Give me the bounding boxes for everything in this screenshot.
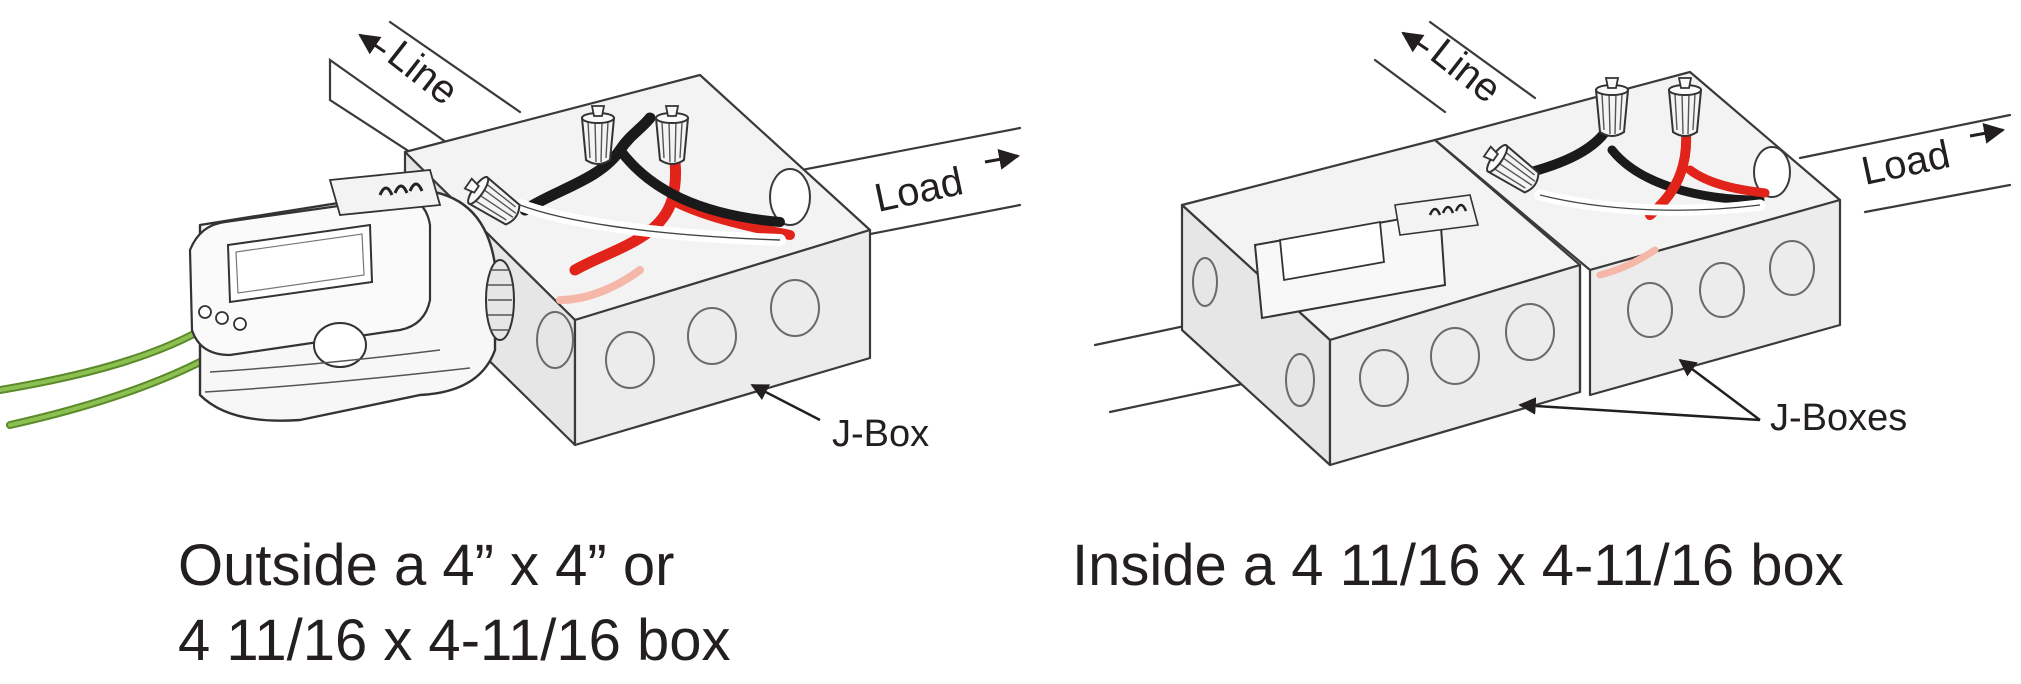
wire-nut-icon — [655, 105, 689, 165]
j-boxes-label: J-Boxes — [1770, 397, 1907, 439]
panel-outside-box: Line Load J-Box Outside a 4” x 4” or 4 1… — [0, 20, 1022, 673]
load-label: Load — [1858, 123, 2006, 194]
wire-nut-icon — [581, 105, 615, 165]
wire-nut-icon — [1668, 77, 1702, 137]
line-conduit — [1373, 20, 1537, 114]
caption-line-1: Inside a 4 11/16 x 4-11/16 box — [1072, 533, 1844, 598]
j-box-label: J-Box — [832, 413, 929, 455]
arrow-right-icon — [1969, 123, 2006, 144]
control-module — [188, 169, 515, 422]
j-box-callout: J-Box — [750, 383, 929, 455]
arrow-right-icon — [984, 149, 1021, 170]
wire-nut-icon — [1595, 77, 1629, 137]
panel-inside-box: Line Load J-Boxes Inside a 4 11/16 x 4-1… — [1072, 20, 2012, 598]
arrow-left-icon — [358, 33, 386, 55]
j-box-left — [1180, 138, 1582, 467]
arrow-left-icon — [1401, 31, 1429, 53]
load-conduit — [1798, 113, 2012, 214]
j-box-right — [1433, 70, 1842, 397]
j-boxes-callout: J-Boxes — [1518, 358, 1907, 439]
line-label-text: Line — [379, 32, 466, 113]
caption-line-1: Outside a 4” x 4” or — [178, 533, 674, 598]
load-label-text: Load — [1858, 132, 1954, 194]
caption-line-2: 4 11/16 x 4-11/16 box — [178, 608, 730, 673]
